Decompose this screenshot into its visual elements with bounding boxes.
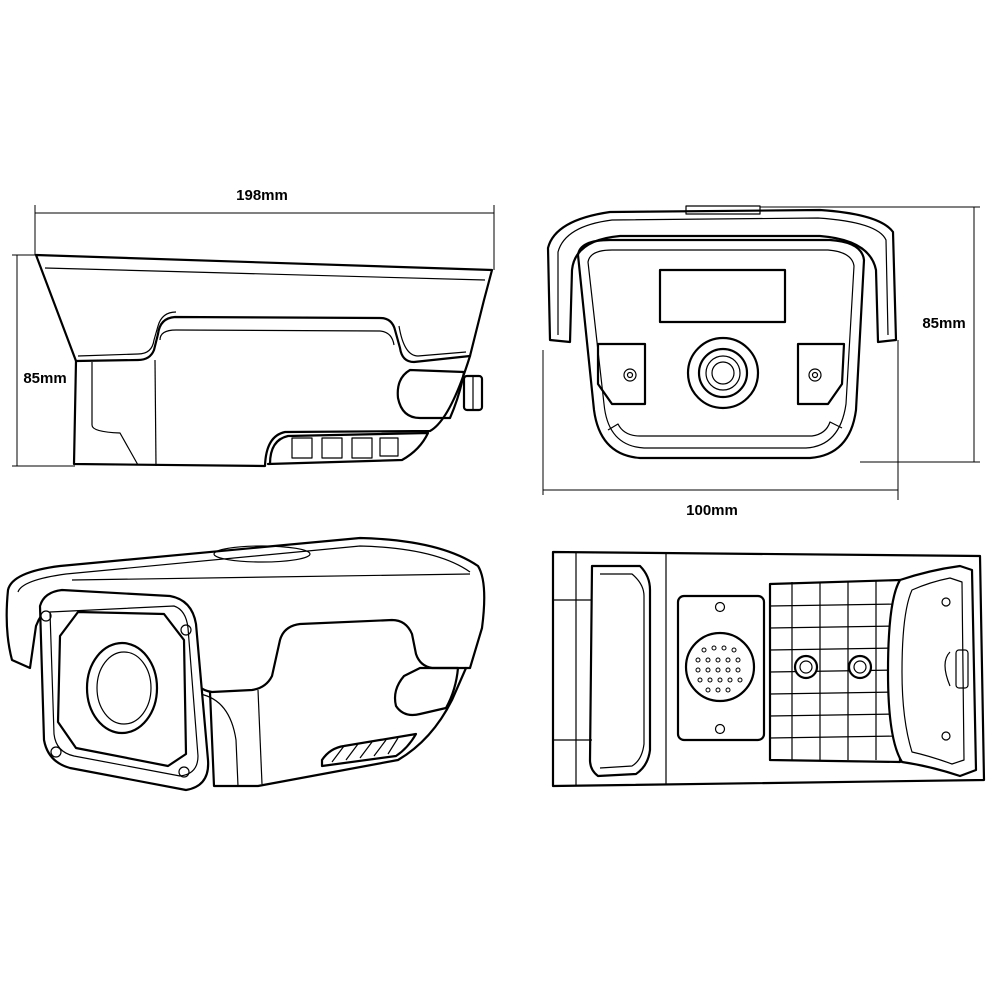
rear-connector — [396, 368, 466, 420]
right-bracket — [796, 342, 846, 406]
front-height-dimension-line — [760, 206, 980, 463]
side-view: 198mm 85mm — [12, 187, 495, 468]
mounting-grid — [768, 578, 902, 764]
isometric-view — [5, 536, 486, 792]
bottom-view — [551, 550, 986, 788]
front-housing — [576, 238, 866, 460]
iso-rear-connector — [393, 666, 460, 717]
sun-shield — [34, 253, 494, 364]
connector-pin-socket — [684, 631, 756, 703]
camera-body — [72, 354, 472, 468]
iso-lens — [85, 641, 159, 735]
connector-pins — [695, 645, 743, 693]
connector-plate — [676, 594, 766, 742]
bottom-rear-shield — [886, 564, 978, 778]
front-height-dimension-label: 85mm — [922, 315, 965, 332]
bottom-housing-outline — [551, 550, 986, 788]
front-width-dimension-label: 100mm — [686, 502, 738, 519]
front-connector-ring — [686, 336, 760, 410]
front-view: 85mm 100mm — [542, 205, 980, 519]
bottom-front-cap — [588, 564, 652, 778]
iso-front-bezel — [38, 588, 210, 792]
front-width-dimension-line — [542, 340, 899, 500]
dimension-line-length — [34, 205, 495, 270]
mount-screw-right — [847, 654, 873, 680]
iso-top-cap — [213, 545, 311, 563]
dimension-line-height — [12, 254, 75, 467]
vent-fins — [266, 431, 430, 466]
iso-vent-fins — [320, 732, 418, 768]
front-window — [658, 268, 787, 324]
mount-screw-left — [793, 654, 819, 680]
iso-body — [208, 666, 468, 788]
side-height-dimension-label: 85mm — [23, 370, 66, 387]
left-bracket — [596, 342, 647, 406]
length-dimension-label: 198mm — [236, 187, 288, 204]
